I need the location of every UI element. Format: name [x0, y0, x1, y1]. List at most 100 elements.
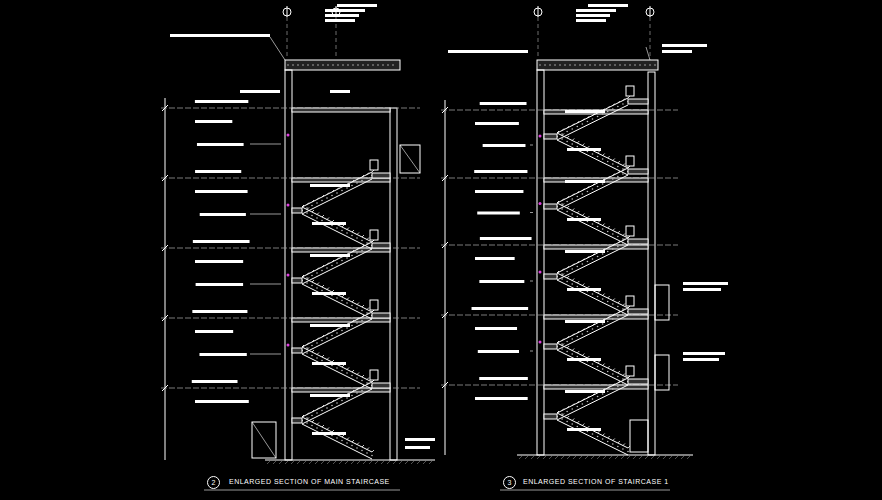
stair-flight [557, 273, 628, 308]
stair-tread [357, 318, 359, 320]
stair-tread [302, 205, 304, 207]
ground-hatch [387, 461, 390, 464]
dimension-tick [442, 107, 448, 113]
stair-flight [557, 105, 628, 140]
ground-hatch [645, 456, 648, 459]
slab-hatch [599, 64, 600, 65]
stair-hatch [336, 437, 338, 439]
stair-tread [582, 424, 584, 426]
stair-hatch [336, 402, 338, 404]
stair-hatch [306, 282, 308, 284]
stair-hatch [612, 388, 614, 390]
railing-post [626, 226, 634, 236]
stair-hatch [602, 113, 604, 115]
stair-flight [557, 245, 628, 280]
roof-slab [285, 60, 400, 70]
stair-hatch [566, 341, 568, 343]
dimension-tick [442, 382, 448, 388]
note-bar [567, 288, 601, 291]
stair-tread [603, 224, 605, 226]
stair-hatch [346, 327, 348, 329]
ground-hatch [333, 461, 336, 464]
stair-tread [307, 278, 309, 280]
note-bar [448, 50, 528, 53]
slab-hatch [629, 64, 630, 65]
stair-hatch [587, 121, 589, 123]
stair-flight [302, 389, 372, 424]
stair-hatch [576, 356, 578, 358]
note-bar [312, 292, 346, 295]
stair-flight [557, 280, 628, 315]
stair-tread [557, 131, 559, 133]
stair-hatch [592, 223, 594, 225]
stair-flight [302, 284, 372, 319]
slab-hatch [594, 64, 595, 65]
stair-tread [618, 381, 620, 383]
slab-hatch [387, 64, 388, 65]
stair-hatch [321, 360, 323, 362]
level-dot [287, 204, 290, 207]
level-dot [539, 202, 542, 205]
stair-hatch [566, 131, 568, 133]
stair-tread [587, 426, 589, 428]
stair-hatch [561, 348, 563, 350]
stair-hatch [311, 415, 313, 417]
stair-hatch [361, 250, 363, 252]
ground-hatch [273, 461, 276, 464]
landing-slab [544, 414, 557, 419]
stair-hatch [592, 328, 594, 330]
slab-hatch [292, 64, 293, 65]
stair-hatch [622, 173, 624, 175]
slab-hatch [307, 64, 308, 65]
stair-hatch [571, 128, 573, 130]
landing-slab [544, 204, 557, 209]
stair-hatch [356, 322, 358, 324]
note-bar [195, 260, 243, 263]
stair-hatch [341, 330, 343, 332]
stair-hatch [561, 418, 563, 420]
note-bar [483, 144, 526, 147]
stair-hatch [607, 161, 609, 163]
stair-hatch [316, 287, 318, 289]
note-bar [478, 350, 519, 353]
stair-tread [618, 301, 620, 303]
stair-hatch [576, 126, 578, 128]
stair-hatch [576, 336, 578, 338]
stair-tread [557, 341, 559, 343]
stair-hatch [566, 141, 568, 143]
note-bar [195, 100, 248, 103]
ground-hatch [405, 461, 408, 464]
stair-tread [582, 144, 584, 146]
ground-hatch [609, 456, 612, 459]
stair-hatch [612, 108, 614, 110]
slab-hatch [604, 64, 605, 65]
stair-hatch [566, 351, 568, 353]
dimension-tick [442, 242, 448, 248]
stair-hatch [576, 196, 578, 198]
leader-line [250, 214, 281, 215]
slab-hatch [367, 64, 368, 65]
stair-tread [307, 418, 309, 420]
stair-tread [332, 330, 334, 332]
note-bar [567, 148, 601, 151]
stair-tread [562, 269, 564, 271]
dimension-line [445, 100, 446, 455]
callout-number: 3 [508, 479, 512, 486]
note-bar [337, 4, 377, 7]
stair-tread [312, 420, 314, 422]
stair-tread [347, 438, 349, 440]
stair-hatch [346, 187, 348, 189]
stair-tread [347, 228, 349, 230]
stair-hatch [366, 317, 368, 319]
landing-slab [544, 134, 557, 139]
stair-tread [352, 300, 354, 302]
note-bar [479, 280, 524, 283]
stair-hatch [612, 318, 614, 320]
stair-tread [557, 131, 559, 133]
floor-slab [292, 178, 390, 182]
stair-tread [322, 215, 324, 217]
stair-hatch [597, 436, 599, 438]
ground-hatch [363, 461, 366, 464]
ground-hatch [669, 456, 672, 459]
stair-hatch [592, 363, 594, 365]
